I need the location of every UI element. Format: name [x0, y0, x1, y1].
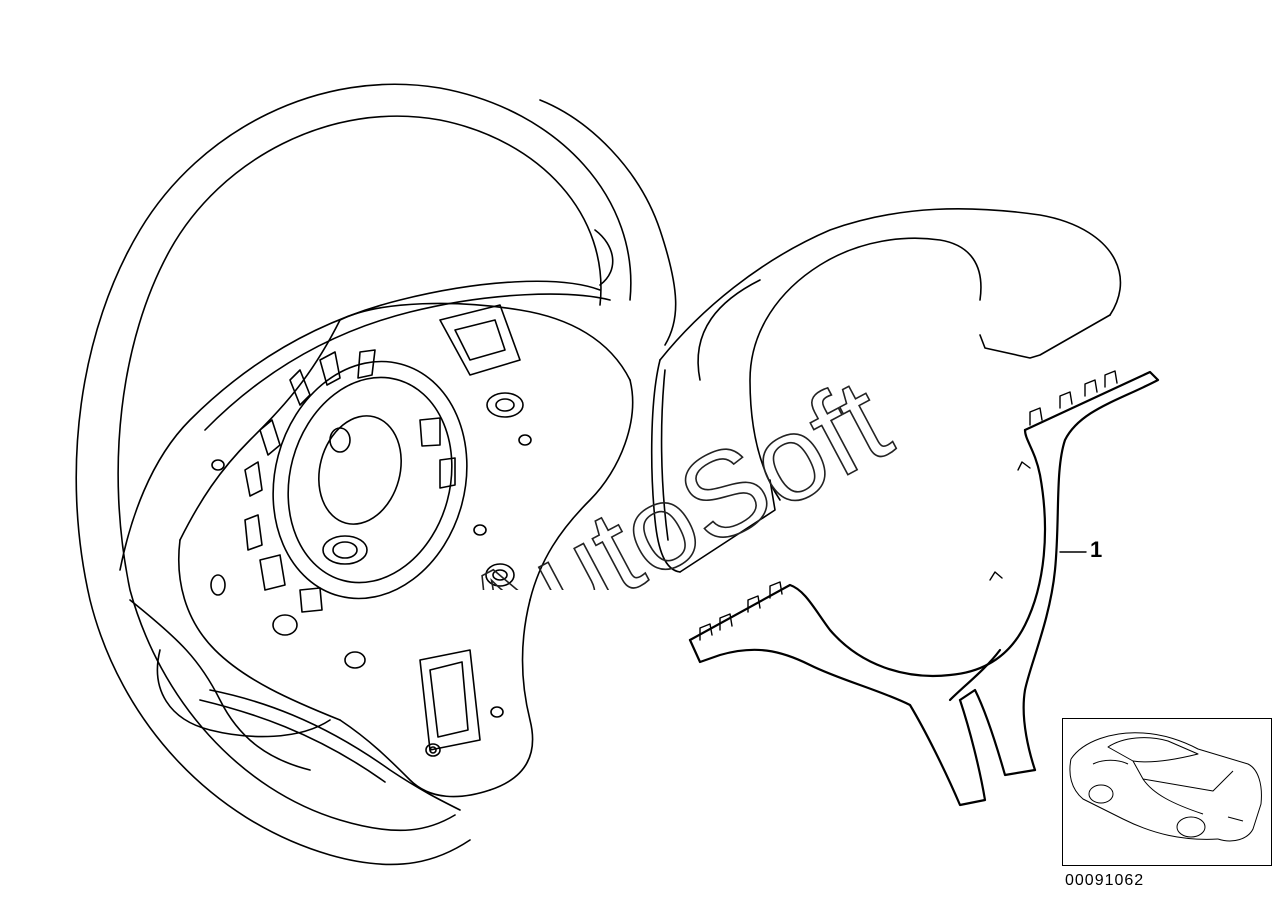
diagram-number: 00091062: [1065, 872, 1145, 889]
steering-wheel-rim: [75, 83, 677, 866]
hub-ring: [244, 349, 468, 613]
steering-wheel-hub: [177, 302, 634, 811]
trim-cover-lower: [688, 370, 1160, 807]
trim-clips: [699, 370, 1118, 641]
callout-label-1: 1: [1090, 537, 1103, 562]
vehicle-icon: [1069, 732, 1262, 842]
trim-cover-upper: [650, 207, 1122, 573]
vehicle-location-inset: [1062, 718, 1272, 866]
